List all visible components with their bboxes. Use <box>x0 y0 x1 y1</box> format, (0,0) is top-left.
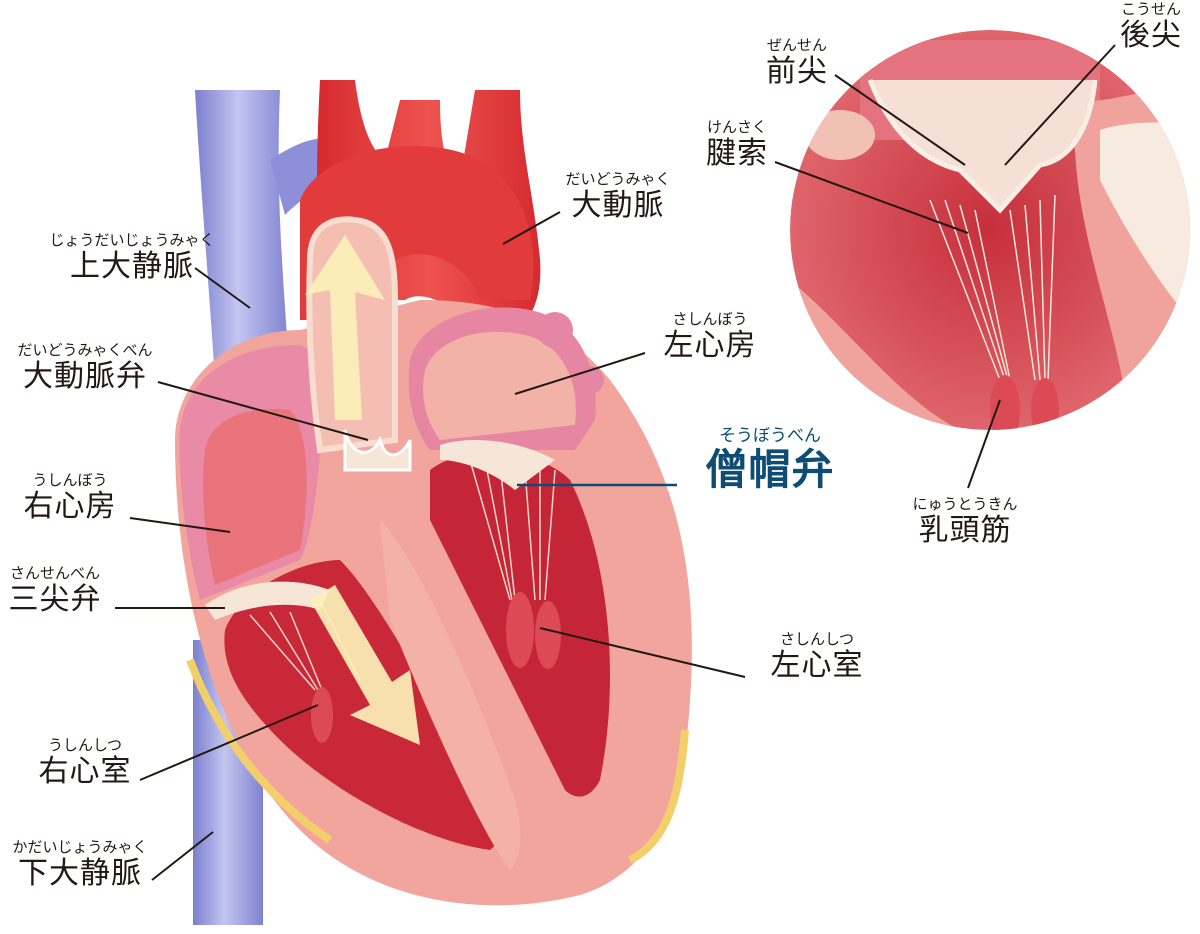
furigana: ぜんせん <box>766 36 827 54</box>
furigana: けんさく <box>706 118 767 136</box>
furigana: さしんぼう <box>672 310 748 328</box>
right-ventricle-cavity <box>224 560 499 850</box>
leader-lines <box>115 44 1116 881</box>
mitral-valve-inset <box>790 30 1190 430</box>
label-posterior-cusp: こうせん 後尖 <box>1106 2 1196 51</box>
term: 下大静脈 <box>18 856 142 891</box>
term: 後尖 <box>1120 18 1182 53</box>
furigana: さしんしつ <box>779 630 855 648</box>
furigana: かだいじょうみゃく <box>12 838 148 856</box>
label-superior-vena-cava: じょうだいじょうみゃく 上大静脈 <box>22 233 242 282</box>
term: 大動脈弁 <box>23 359 147 394</box>
label-right-atrium: うしんぼう 右心房 <box>15 473 125 522</box>
furigana: さんせんべん <box>9 564 100 582</box>
term: 前尖 <box>766 54 828 89</box>
label-inferior-vena-cava: かだいじょうみゃく 下大静脈 <box>0 840 160 889</box>
label-left-ventricle: さしんしつ 左心室 <box>752 632 882 681</box>
label-mitral-valve: そうぼうべん 僧帽弁 <box>680 428 860 491</box>
term: 上大静脈 <box>70 249 194 284</box>
furigana: じょうだいじょうみゃく <box>49 231 215 249</box>
epicardial-fat <box>186 658 333 844</box>
chordae-lines <box>249 459 556 691</box>
label-chordae-tendineae: けんさく 腱索 <box>697 120 777 169</box>
aortic-valve-shape <box>343 429 412 472</box>
term: 左心房 <box>663 328 757 363</box>
furigana: そうぼうべん <box>719 426 821 446</box>
term: 左心室 <box>770 648 864 683</box>
furigana: うしんぼう <box>32 471 108 489</box>
papillary-muscle-shape <box>506 592 534 668</box>
furigana: こうせん <box>1120 0 1181 18</box>
label-aorta: だいどうみゃく 大動脈 <box>553 172 683 221</box>
label-papillary-muscle: にゅうとうきん 乳頭筋 <box>900 497 1030 546</box>
term: 右心房 <box>23 489 117 524</box>
blood-flow-arrows <box>305 235 420 745</box>
tricuspid-valve-shape <box>205 581 330 620</box>
label-tricuspid-valve: さんせんべん 三尖弁 <box>0 566 110 615</box>
term: 大動脈 <box>571 188 665 223</box>
right-atrium-interior <box>203 409 307 585</box>
term: 三尖弁 <box>8 582 102 617</box>
term: 右心室 <box>38 754 132 789</box>
furigana: にゅうとうきん <box>912 495 1018 513</box>
term: 僧帽弁 <box>705 445 835 494</box>
label-left-atrium: さしんぼう 左心房 <box>650 312 770 361</box>
furigana: だいどうみゃくべん <box>17 341 153 359</box>
term: 腱索 <box>706 136 768 171</box>
label-aortic-valve: だいどうみゃくべん 大動脈弁 <box>0 343 170 392</box>
furigana: だいどうみゃく <box>565 170 671 188</box>
label-right-ventricle: うしんしつ 右心室 <box>30 738 140 787</box>
label-anterior-cusp: ぜんせん 前尖 <box>752 38 842 87</box>
septum <box>380 520 521 870</box>
term: 乳頭筋 <box>918 513 1012 548</box>
furigana: うしんしつ <box>47 736 123 754</box>
